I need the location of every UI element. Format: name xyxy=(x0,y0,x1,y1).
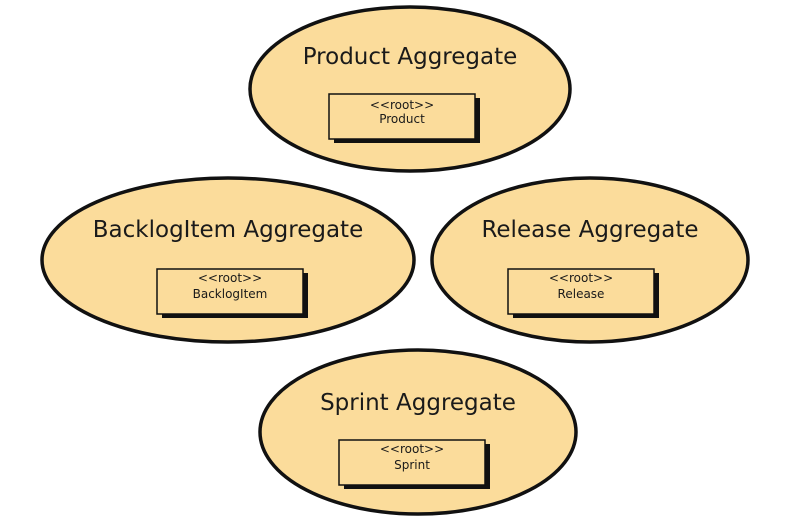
backlogitem-root-box xyxy=(156,268,304,315)
sprint-aggregate-ellipse xyxy=(258,348,578,516)
release-aggregate-title: Release Aggregate xyxy=(481,217,698,243)
release-aggregate: Release Aggregate <<root>> Release xyxy=(430,176,750,344)
product-root-box xyxy=(328,93,476,140)
sprint-root-entity: Sprint xyxy=(394,458,430,472)
product-aggregate-ellipse xyxy=(248,5,572,173)
product-root-entity: Product xyxy=(379,112,425,126)
backlogitem-root-stereotype: <<root>> xyxy=(198,271,262,285)
product-root-stereotype: <<root>> xyxy=(370,98,434,112)
product-aggregate-title: Product Aggregate xyxy=(303,44,518,70)
release-root-stereotype: <<root>> xyxy=(549,271,613,285)
sprint-aggregate-title: Sprint Aggregate xyxy=(320,390,516,416)
backlogitem-root-entity: BacklogItem xyxy=(193,287,268,301)
sprint-aggregate: Sprint Aggregate <<root>> Sprint xyxy=(258,348,578,516)
backlogitem-aggregate-ellipse xyxy=(40,176,416,344)
sprint-root-box xyxy=(338,439,486,486)
release-root-box xyxy=(507,268,655,315)
sprint-root-stereotype: <<root>> xyxy=(380,442,444,456)
release-root-entity: Release xyxy=(558,287,605,301)
backlogitem-aggregate: BacklogItem Aggregate <<root>> BacklogIt… xyxy=(40,176,416,344)
backlogitem-aggregate-title: BacklogItem Aggregate xyxy=(93,217,363,243)
product-aggregate: Product Aggregate <<root>> Product xyxy=(248,5,572,173)
